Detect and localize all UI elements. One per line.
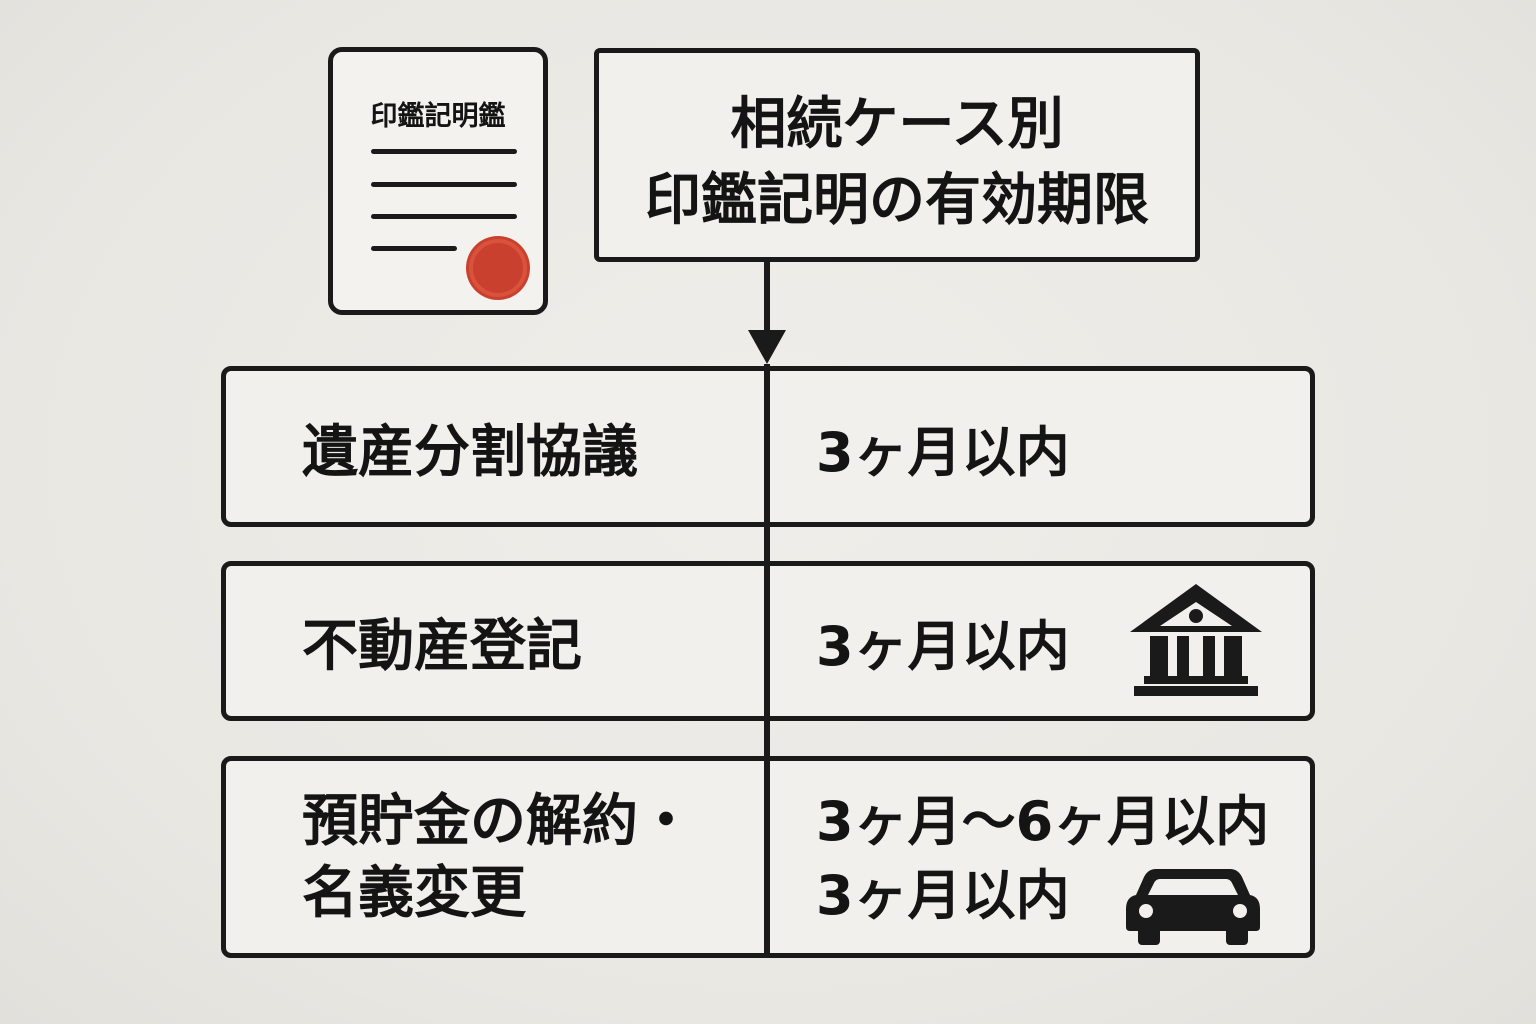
certificate-icon: 印鑑記明鑑 (328, 47, 548, 315)
divider-line (764, 366, 770, 958)
page-title-line1: 相続ケース別 (730, 92, 1064, 157)
certificate-text-line (371, 246, 457, 251)
bank-icon (1126, 580, 1266, 700)
connector-line (764, 262, 770, 336)
certificate-text-line (371, 182, 517, 187)
certificate-title: 印鑑記明鑑 (370, 101, 506, 132)
case-label-line1: 預貯金の解約・ (302, 789, 694, 854)
validity-period-line1: 3ヶ月〜6ヶ月以内 (816, 790, 1270, 853)
seal-stamp-icon (469, 239, 527, 297)
page-title-line2: 印鑑記明の有効期限 (645, 168, 1149, 233)
arrow-down-icon (748, 330, 786, 364)
validity-period-line2: 3ヶ月以内 (816, 864, 1070, 927)
certificate-text-line (371, 214, 517, 219)
case-label-line2: 名義変更 (302, 861, 526, 926)
case-label: 不動産登記 (302, 614, 582, 679)
certificate-text-line (371, 149, 517, 154)
validity-period: 3ヶ月以内 (816, 615, 1070, 678)
validity-period: 3ヶ月以内 (816, 421, 1070, 484)
title-box: 相続ケース別 印鑑記明の有効期限 (594, 48, 1200, 262)
car-icon (1126, 861, 1260, 947)
case-label: 遺産分割協議 (302, 420, 638, 485)
